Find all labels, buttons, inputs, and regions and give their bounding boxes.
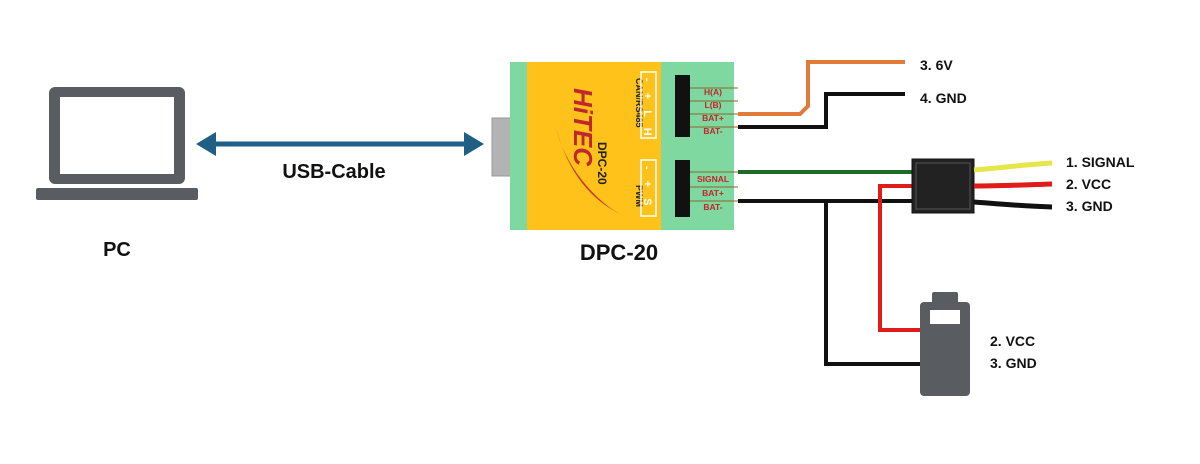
- device-model-text: DPC-20: [595, 142, 609, 185]
- battery-label-vcc: 2. VCC: [990, 333, 1035, 349]
- pwm-wires: [738, 170, 920, 366]
- pin-label: SIGNAL: [697, 174, 729, 184]
- wire-gnd: [738, 92, 905, 129]
- pc-label: PC: [103, 239, 131, 261]
- device-label: DPC-20: [580, 240, 658, 265]
- battery-icon: [920, 292, 970, 396]
- power-label-6v: 3. 6V: [920, 57, 953, 73]
- pin-label: BAT-: [703, 126, 722, 136]
- pwm-port-title: PWM: [634, 185, 644, 207]
- usb-cable-arrow: [196, 132, 484, 156]
- pin-label: L(B): [705, 100, 722, 110]
- laptop-icon: [36, 87, 198, 200]
- pin-label: BAT+: [702, 188, 724, 198]
- servo-leads: [973, 160, 1053, 210]
- pin-label: BAT-: [703, 202, 722, 212]
- can-port-header: - + L H: [641, 78, 653, 140]
- power-label-gnd: 4. GND: [920, 90, 967, 106]
- battery-label-gnd: 3. GND: [990, 355, 1037, 371]
- can-connector: [675, 75, 690, 137]
- brand-logo: HiTEC: [568, 88, 598, 167]
- servo-label-vcc: 2. VCC: [1066, 176, 1111, 192]
- usb-cable-label: USB-Cable: [282, 161, 385, 183]
- pwm-port-header: - + S: [641, 166, 653, 210]
- pwm-connector: [675, 160, 690, 217]
- wire-6v: [738, 60, 905, 116]
- wire-gnd-battery: [824, 201, 920, 366]
- servo-label-signal: 1. SIGNAL: [1066, 154, 1135, 170]
- pin-label: H(A): [704, 87, 722, 97]
- dpc20-device: HiTEC DPC-20 CAN/RS485 PWM - + L H - + S…: [491, 62, 738, 230]
- servo-connector: [911, 158, 975, 214]
- servo-label-gnd: 3. GND: [1066, 198, 1113, 214]
- can-port-title: CAN/RS485: [634, 78, 644, 128]
- power-wires: [738, 60, 905, 129]
- pin-label: BAT+: [702, 113, 724, 123]
- wire-vcc-battery: [878, 184, 920, 332]
- usb-plug: [492, 118, 512, 176]
